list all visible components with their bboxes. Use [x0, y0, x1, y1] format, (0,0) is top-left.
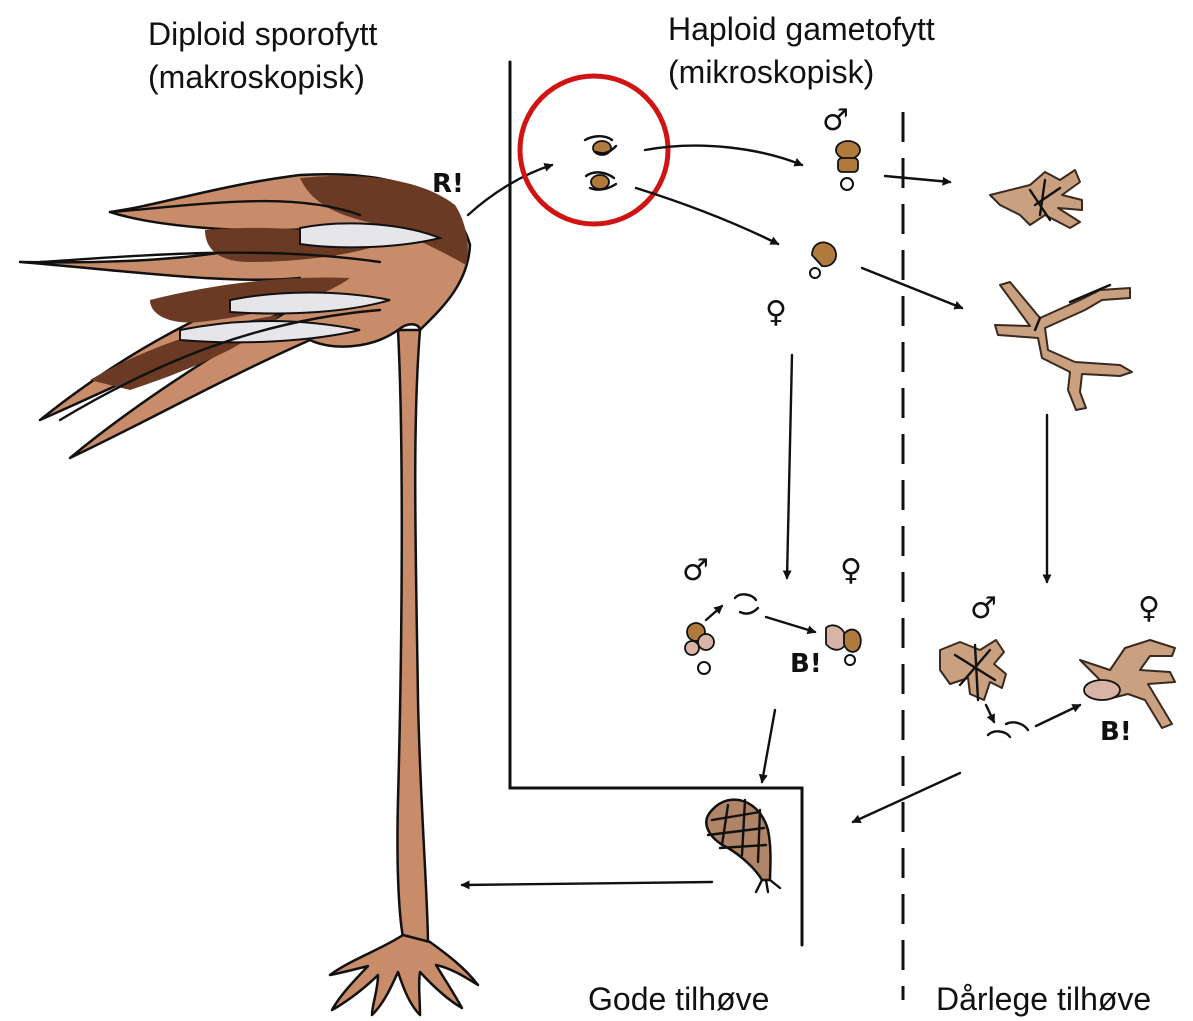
- arrow-bad-to-young-sporophyte: [853, 773, 960, 822]
- sporophyte-subtitle: (makroskopisk): [148, 59, 365, 95]
- female-gametophyte-bad: [995, 282, 1132, 410]
- female-gametophyte-good: [826, 625, 861, 665]
- female-gametophyte-bad-mature: [1080, 640, 1175, 728]
- arrow-spore-to-female: [636, 188, 778, 244]
- male-symbol-bad: ♂: [970, 591, 997, 626]
- male-symbol-top: ♂: [822, 103, 849, 138]
- fertilization-mark-bad: B!: [1100, 717, 1132, 747]
- fertilization-mark-good: B!: [790, 649, 822, 679]
- arrow-female-to-bad: [862, 268, 962, 308]
- arrow-sperm-release-bad: [986, 705, 994, 722]
- male-gametophyte-young: [836, 141, 860, 190]
- arrow-good-to-young-sporophyte: [762, 710, 775, 782]
- arrow-good-down: [787, 355, 792, 578]
- gametophyte-subtitle: (mikroskopisk): [668, 54, 874, 90]
- sperm-bad: [988, 722, 1028, 737]
- arrow-sperm-to-egg-bad: [1036, 705, 1080, 726]
- female-symbol-top: ♀: [765, 295, 787, 330]
- male-gametophyte-good: [685, 623, 714, 674]
- female-symbol-good: ♀: [840, 553, 862, 588]
- gametophyte-title: Haploid gametofytt: [668, 11, 935, 47]
- good-conditions-label: Gode tilhøve: [588, 981, 769, 1017]
- young-sporophyte: [706, 800, 780, 892]
- male-gametophyte-bad-mature: [940, 640, 1006, 700]
- male-symbol-good: ♂: [682, 553, 709, 588]
- arrow-male-to-bad: [885, 176, 950, 182]
- sporophyte-title: Diploid sporofytt: [148, 16, 378, 52]
- arrow-sperm-release-good: [706, 606, 722, 620]
- bad-conditions-label: Dårlege tilhøve: [936, 981, 1151, 1017]
- zoospores: [585, 136, 616, 189]
- female-symbol-bad: ♀: [1138, 591, 1160, 626]
- male-gametophyte-bad: [990, 170, 1082, 228]
- sporophyte-kelp: [20, 174, 478, 1015]
- sperm-good: [735, 594, 758, 613]
- meiosis-mark: R!: [432, 169, 464, 199]
- female-gametophyte-young: [810, 242, 836, 278]
- arrow-to-mature-sporophyte: [462, 882, 712, 885]
- arrow-sperm-to-egg-good: [766, 617, 815, 632]
